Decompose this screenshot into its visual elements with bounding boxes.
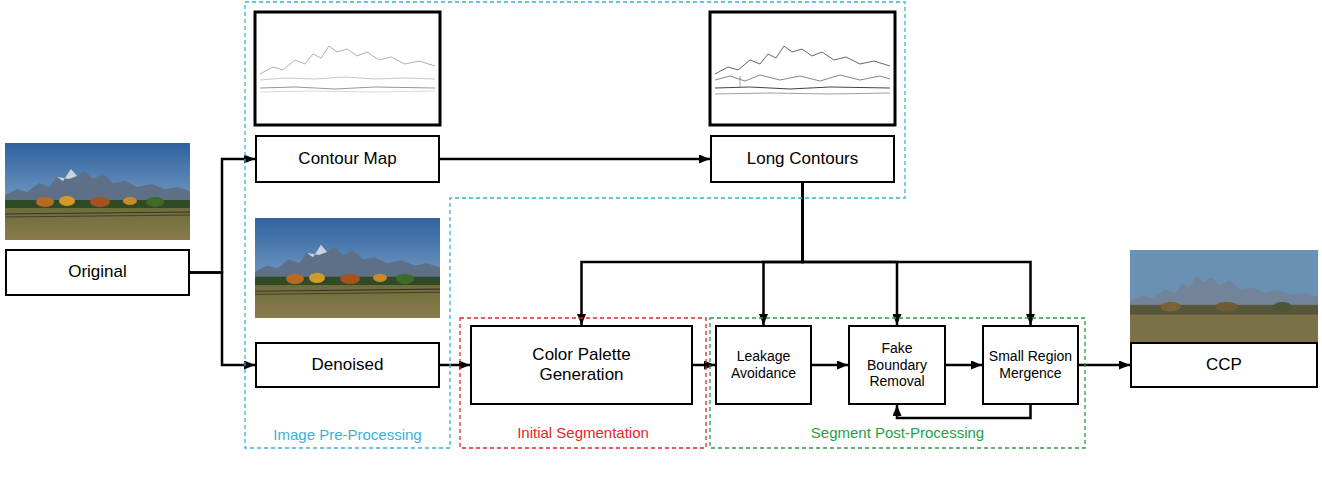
- flow-arrow: [1079, 364, 1130, 367]
- dashed-outline: [245, 2, 905, 448]
- box-label: Leakage Avoidance: [721, 348, 806, 382]
- stage-label: Image Pre-Processing: [273, 426, 421, 443]
- long-contour-thumbnail: [710, 12, 895, 125]
- box-label: CCP: [1206, 355, 1242, 375]
- box-label: Color Palette Generation: [517, 345, 647, 386]
- flow-arrow: [440, 364, 470, 367]
- box-label: Long Contours: [747, 149, 859, 169]
- flow-arrow: [440, 158, 710, 161]
- flow-arrow: [693, 364, 715, 367]
- flow-arrow: [897, 405, 1031, 418]
- box-label: Denoised: [312, 355, 384, 375]
- process-box: Denoised: [255, 342, 440, 388]
- flow-arrow: [812, 364, 848, 367]
- flow-arrow: [764, 183, 803, 325]
- thumbnail-frame: [255, 12, 440, 125]
- denoised-photo: [255, 218, 440, 318]
- process-box: Contour Map: [255, 135, 440, 183]
- stage-label: Segment Post-Processing: [811, 424, 984, 441]
- stage-region: Segment Post-Processing Leakage Avoidance…: [710, 318, 1085, 448]
- flow-arrow: [803, 183, 898, 325]
- stage-region: Initial Segmentation Color Palette Genera…: [460, 318, 706, 448]
- flow-arrow: [582, 183, 803, 325]
- process-box: Original: [5, 249, 190, 296]
- box-label: Original: [68, 262, 127, 282]
- flow-arrow: [946, 364, 982, 367]
- dashed-outline: [460, 318, 706, 448]
- process-box: Fake Boundary Removal: [848, 325, 946, 405]
- region-label-holder: Initial Segmentation: [460, 424, 706, 442]
- flow-arrow: [803, 183, 1031, 325]
- dashed-outline: [710, 318, 1085, 448]
- process-box: Leakage Avoidance: [715, 325, 812, 405]
- thumbnail-frame: [710, 12, 895, 125]
- box-label: Contour Map: [298, 149, 396, 169]
- process-box: Small Region Mergence: [982, 325, 1079, 405]
- original-photo: [5, 143, 190, 240]
- box-label: Fake Boundary Removal: [855, 340, 940, 390]
- box-label: Small Region Mergence: [988, 348, 1073, 382]
- process-box: Color Palette Generation: [470, 325, 693, 405]
- region-label-holder: Image Pre-Processing: [245, 426, 450, 444]
- ccp-photo: [1130, 250, 1318, 345]
- contour-thumbnail: [255, 12, 440, 125]
- stage-label: Initial Segmentation: [517, 424, 649, 441]
- process-box: CCP: [1130, 342, 1318, 388]
- region-label-holder: Segment Post-Processing: [710, 424, 1085, 442]
- process-box: Long Contours: [710, 135, 895, 183]
